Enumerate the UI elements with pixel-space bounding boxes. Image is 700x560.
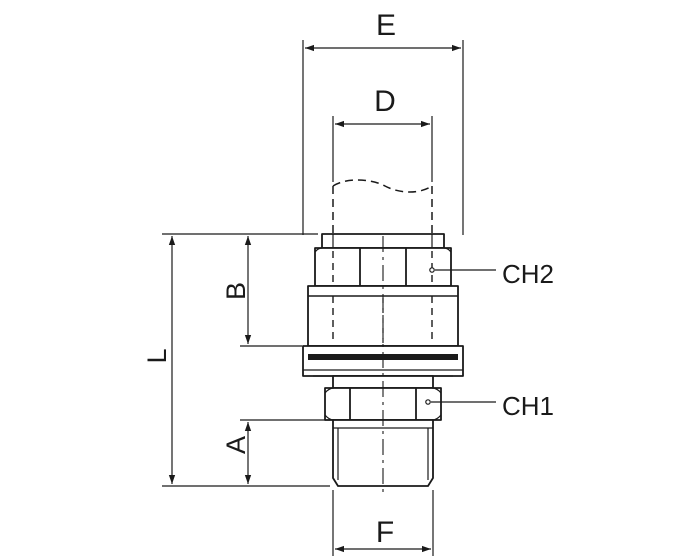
dimension-f [332,490,434,556]
label-ch2: CH2 [502,259,554,289]
dimension-d [332,116,433,182]
label-ch1: CH1 [502,391,554,421]
callout-leader-ch1 [425,399,496,405]
label-f: F [376,516,394,549]
callout-leader-ch2 [429,267,496,273]
label-a: A [221,436,251,454]
label-e: E [376,9,396,42]
label-d: D [374,85,396,118]
dimension-l [162,233,330,487]
dimension-e [302,40,464,235]
dimension-b [240,236,302,347]
label-b: B [221,282,251,300]
dimension-a [240,419,330,484]
label-l: L [142,348,172,363]
